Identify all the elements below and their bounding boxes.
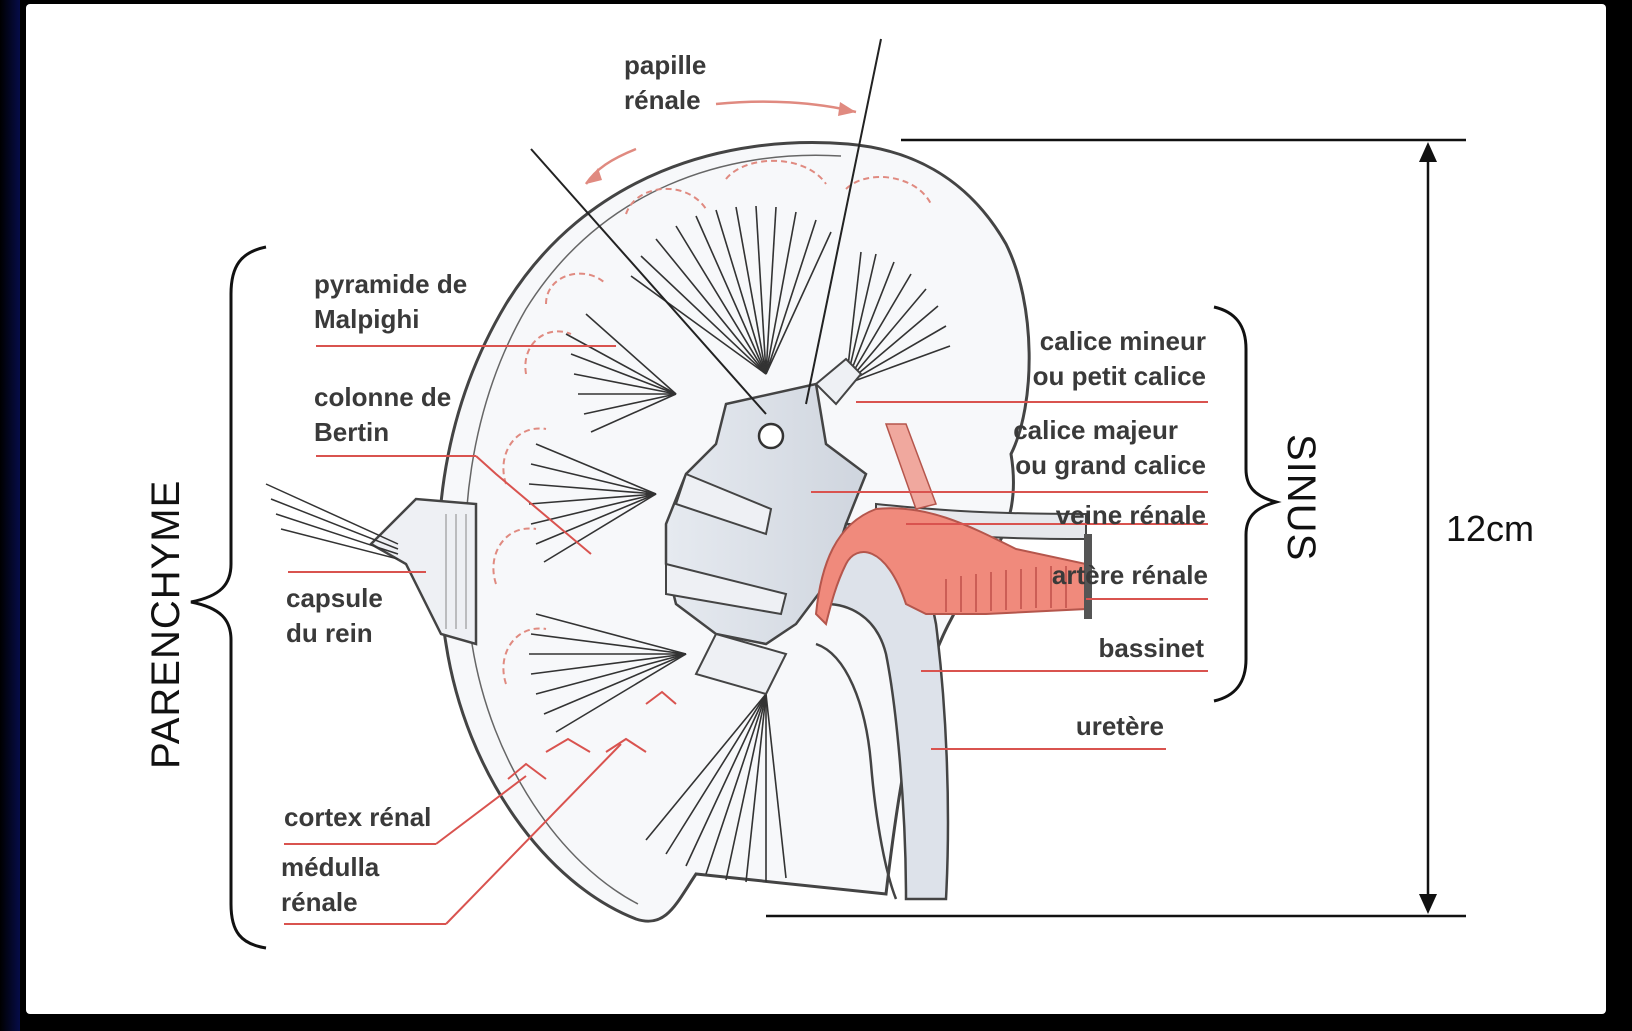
label-papille-2: rénale [624,85,701,115]
dimension-label: 12cm [1446,508,1534,549]
label-bassinet: bassinet [1099,633,1205,663]
label-uretere: uretère [1076,711,1164,741]
label-calice-majeur-2: ou grand calice [1015,450,1206,480]
label-veine: veine rénale [1056,500,1206,530]
label-pyramide-2: Malpighi [314,304,419,334]
label-colonne-2: Bertin [314,417,389,447]
label-calice-mineur-2: ou petit calice [1033,361,1206,391]
kidney-diagram: papille rénale pyramide de Malpighi colo… [26,4,1606,1014]
label-medulla-2: rénale [281,887,358,917]
group-label-parenchyme: PARENCHYME [144,480,188,769]
sinus-brace [1214,307,1276,701]
label-calice-majeur-1: calice majeur [1013,415,1178,445]
label-medulla-1: médulla [281,852,380,882]
label-colonne-1: colonne de [314,382,451,412]
slide: papille rénale pyramide de Malpighi colo… [20,0,1632,1031]
group-label-sinus: SINUS [1279,434,1323,561]
label-capsule-2: du rein [286,618,373,648]
parenchyme-brace [191,247,266,948]
label-cortex: cortex rénal [284,802,431,832]
label-papille-1: papille [624,50,706,80]
label-artere: artère rénale [1052,560,1208,590]
diagram-panel: papille rénale pyramide de Malpighi colo… [26,4,1606,1014]
label-calice-mineur-1: calice mineur [1040,326,1206,356]
label-capsule-1: capsule [286,583,383,613]
label-pyramide-1: pyramide de [314,269,467,299]
